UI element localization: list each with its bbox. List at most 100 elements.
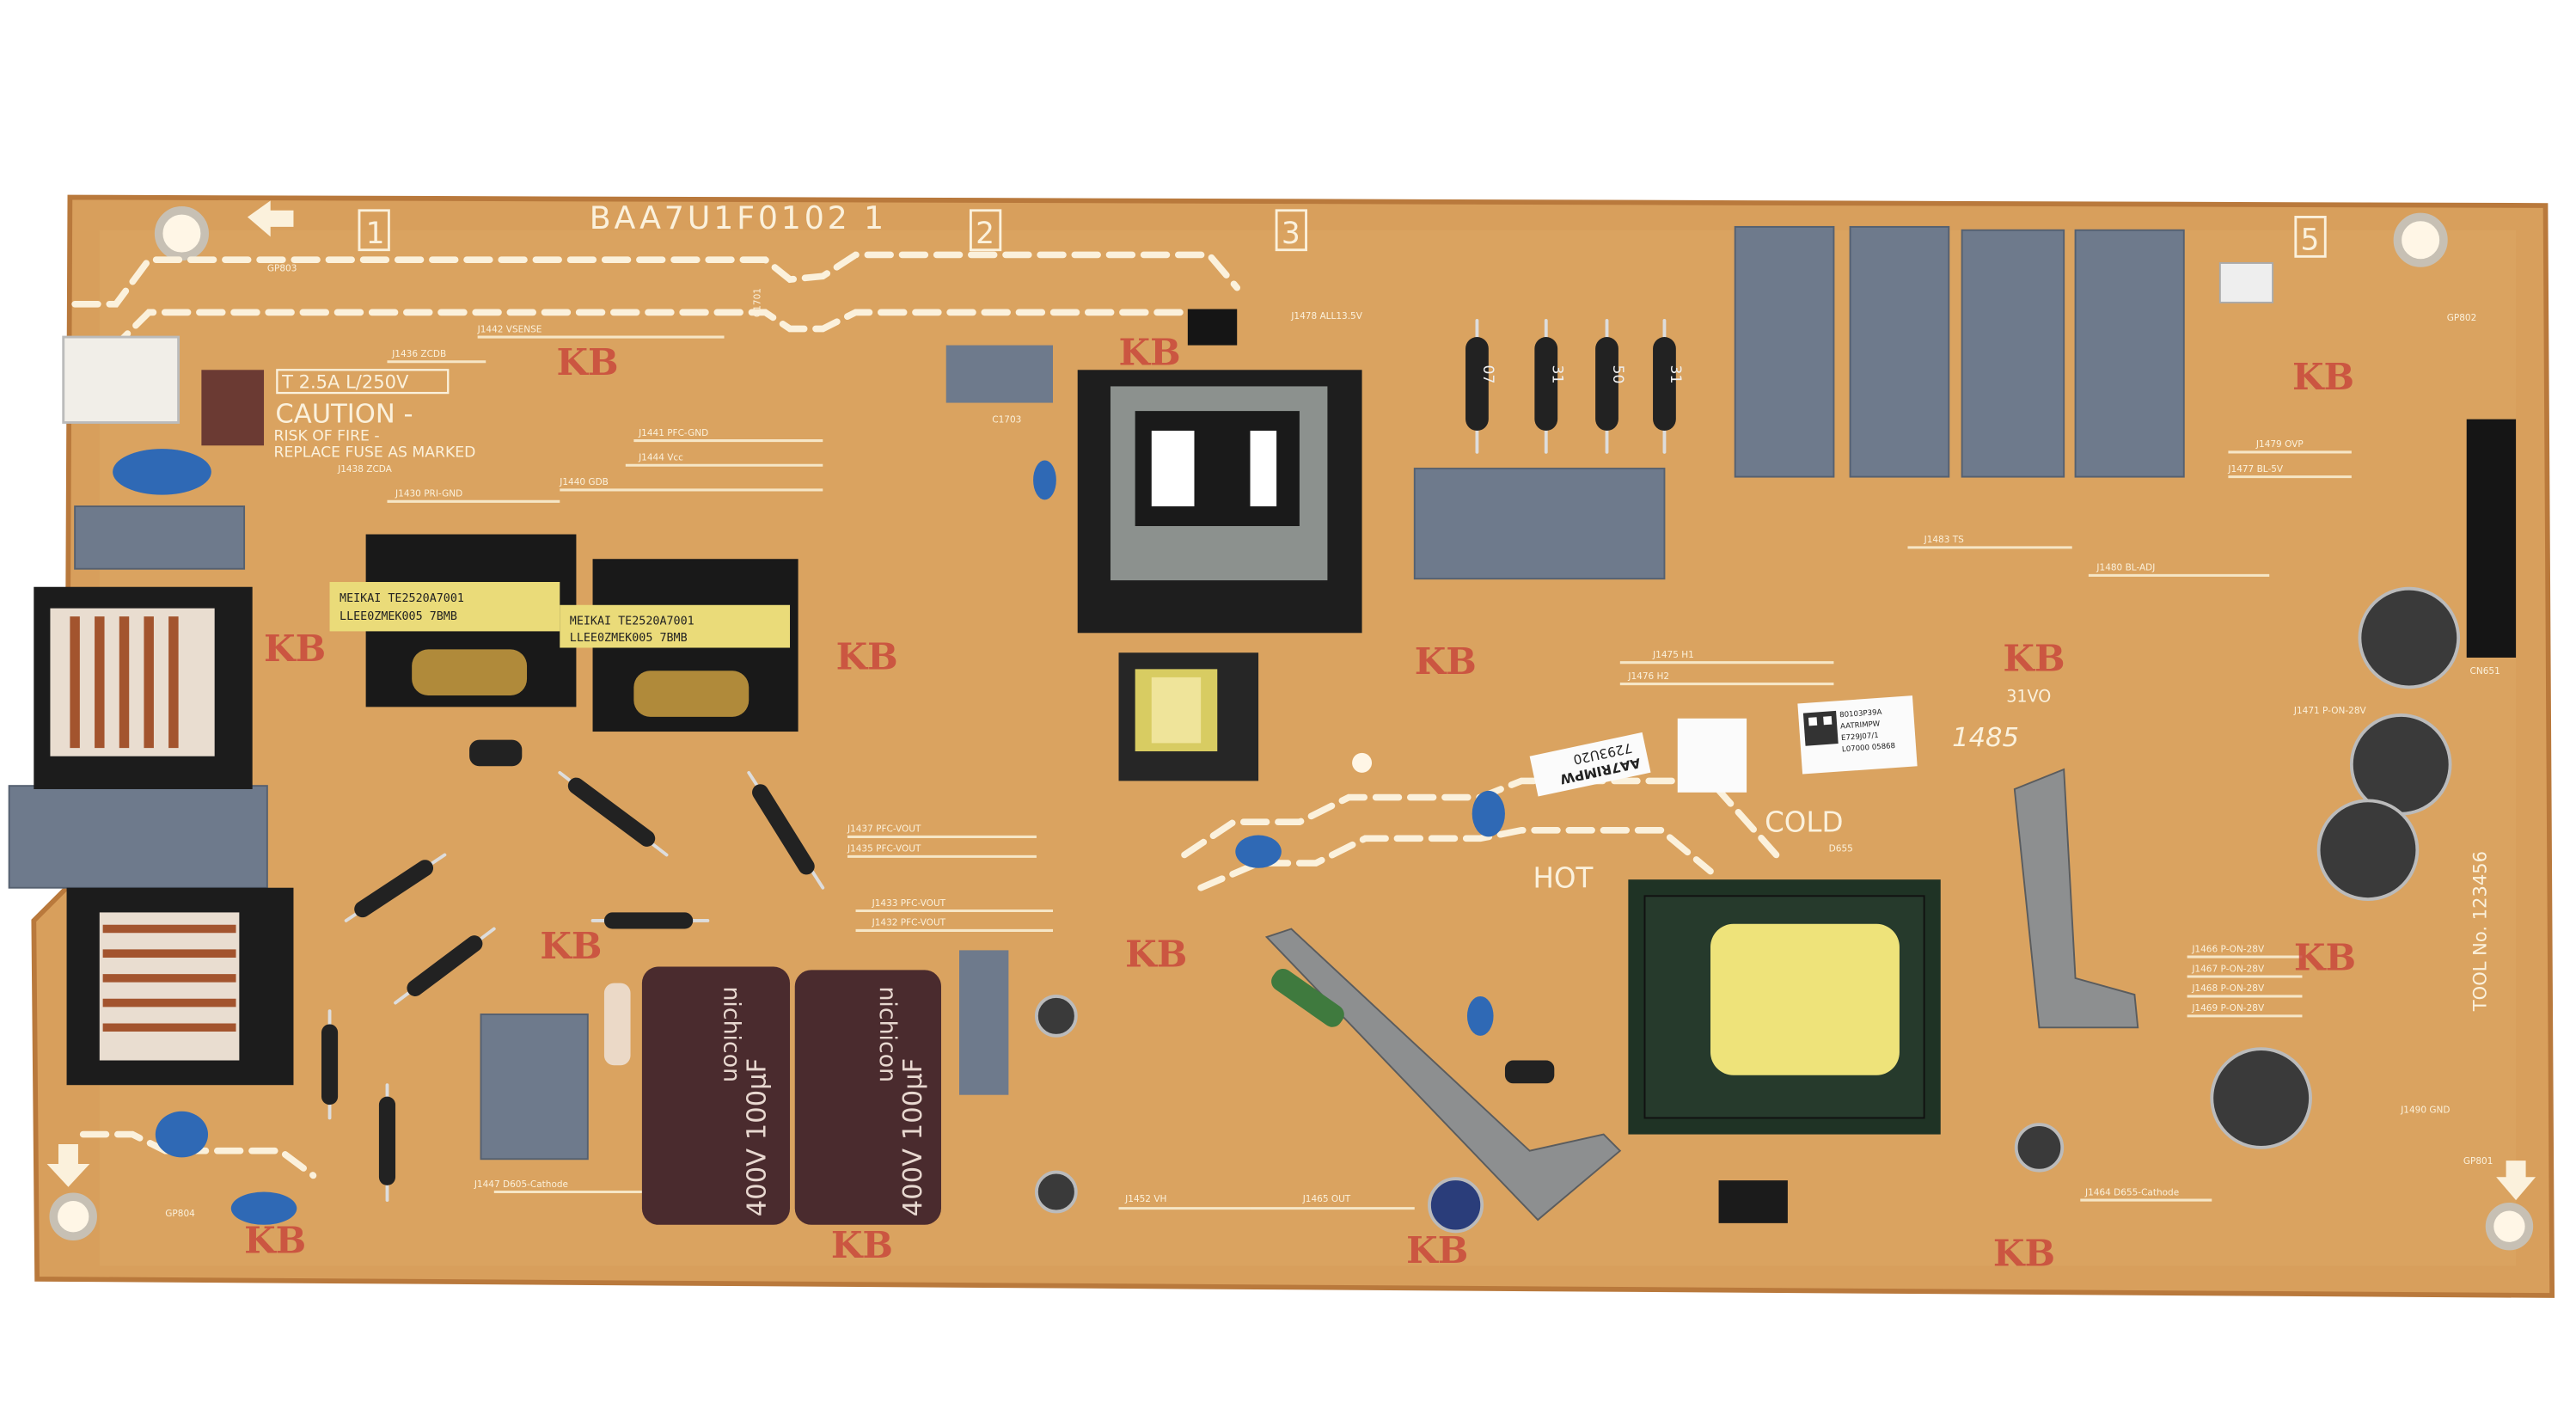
silk-label: J1468 P-ON-28V <box>2191 983 2265 994</box>
caution-line2: REPLACE FUSE AS MARKED <box>274 444 476 462</box>
code-1485: 1485 <box>1952 723 2019 753</box>
inspection-stamp: KB <box>2003 636 2065 679</box>
part-number: BAA7U1F0102 1 <box>590 199 887 236</box>
diode-marking: 07 <box>1479 365 1496 384</box>
silk-labels: J1442 VSENSE J1436 ZCDB J1441 PFC-GND J1… <box>165 264 2500 1220</box>
silk-label: J1441 PFC-GND <box>638 428 708 438</box>
silk-label: J1433 PFC-VOUT <box>872 898 946 909</box>
silk-label: J1469 P-ON-28V <box>2191 1003 2265 1014</box>
y-capacitor <box>113 449 211 495</box>
small-connector <box>2218 262 2274 303</box>
silk-label: J1483 TS <box>1924 535 1965 545</box>
silk-label: C1701 <box>753 288 763 317</box>
ic-chip <box>469 739 523 767</box>
silk-label: J1475 H1 <box>1652 650 1694 660</box>
heatsink-secondary <box>2013 768 2139 1029</box>
silk-label: J1477 BL-5V <box>2227 464 2283 475</box>
capacitor-brand: nichicon <box>874 986 901 1082</box>
ic-chip <box>1718 1180 1788 1223</box>
sticker-qr: 80103P39A AATRIMPW E729J07/1 L07000 0586… <box>1797 695 1918 775</box>
silk-label: J1440 GDB <box>559 477 609 487</box>
inspection-stamp: KB <box>2292 355 2354 398</box>
silk-label: J1478 ALL13.5V <box>1290 311 1362 322</box>
choke-code: LLEE0ZMEK005 7BMB <box>570 632 688 645</box>
silk-label: J1452 VH <box>1124 1194 1166 1204</box>
inspection-stamp: KB <box>244 1218 306 1261</box>
section-marker-boxes <box>358 209 2327 258</box>
silk-label: GP803 <box>267 264 297 274</box>
isolation-line-top <box>71 251 1241 308</box>
silk-label: C1703 <box>992 414 1021 425</box>
resistor <box>1271 968 1344 1027</box>
arrow-down-icon <box>2496 1161 2536 1201</box>
silk-label: J1435 PFC-VOUT <box>847 844 921 854</box>
x-capacitor <box>8 785 268 889</box>
film-capacitor <box>1413 468 1666 580</box>
resistor <box>603 983 631 1066</box>
choke-brand: MEIKAI TE2520A7001 <box>340 592 464 605</box>
film-capacitor <box>959 950 1009 1095</box>
x-capacitor <box>74 505 246 570</box>
inspection-stamp: KB <box>556 340 618 383</box>
section-marker-1: 1 <box>366 217 385 251</box>
silk-traces <box>387 335 2352 1210</box>
inspection-stamp: KB <box>1993 1232 2055 1275</box>
fuse-rating: T 2.5A L/250V <box>281 371 409 392</box>
isolation-line-hot-cold <box>1181 777 1780 859</box>
inspection-stamp: KB <box>1119 331 1181 374</box>
line-filter-choke <box>66 887 294 1086</box>
caution-title: CAUTION - <box>275 399 413 429</box>
sticker-blank <box>1677 718 1747 793</box>
output-connector-cn651 <box>2466 419 2517 658</box>
silk-label: J1447 D605-Cathode <box>474 1179 568 1190</box>
silk-label: J1436 ZCDB <box>391 349 446 359</box>
ceramic-capacitors <box>155 460 1505 1225</box>
arrow-left-icon <box>247 200 294 237</box>
section-marker-3: 3 <box>1282 217 1300 251</box>
silk-label: J1430 PRI-GND <box>395 489 462 499</box>
bulk-capacitor: nichicon 400V 100µF <box>794 970 941 1225</box>
silk-label: J1465 OUT <box>1302 1194 1351 1204</box>
diode-marking: 31 <box>1548 365 1565 384</box>
section-marker-2: 2 <box>976 217 994 251</box>
code-31vo: 31VO <box>2006 687 2051 707</box>
hot-label: HOT <box>1533 862 1593 895</box>
silk-label: J1476 H2 <box>1627 671 1669 682</box>
caution-line1: RISK OF FIRE - <box>274 428 380 445</box>
heatsink-primary <box>1264 928 1622 1222</box>
silk-label: D655 <box>1829 844 1853 854</box>
line-filter-choke <box>34 586 253 789</box>
silk-label: J1438 ZCDA <box>337 464 393 475</box>
sticker-qr-line1: 80103P39A <box>1839 708 1882 720</box>
inspection-stamp: KB <box>836 634 898 677</box>
standby-transformer <box>1118 652 1259 781</box>
cold-label: COLD <box>1765 806 1843 839</box>
silk-label: J1466 P-ON-28V <box>2191 944 2265 954</box>
arrow-down-icon <box>46 1144 90 1187</box>
output-transformer <box>1628 879 1941 1135</box>
inspection-stamp: KB <box>1125 933 1187 976</box>
pfc-choke: MEIKAI TE2520A7001 LLEE0ZMEK005 7BMB <box>329 534 577 707</box>
silk-label: GP801 <box>2463 1156 2493 1167</box>
capacitor-rating: 400V 100µF <box>898 1058 928 1216</box>
diodes <box>321 319 1676 1202</box>
inspection-stamps: KB KB KB KB KB KB KB KB KB KB KB KB KB K… <box>244 331 2356 1275</box>
silk-label: J1490 GND <box>2400 1105 2450 1116</box>
mounting-holes <box>49 206 2534 1251</box>
fuse <box>201 370 265 446</box>
capacitor-brand: nichicon <box>719 986 745 1082</box>
pfc-choke: MEIKAI TE2520A7001 LLEE0ZMEK005 7BMB <box>560 559 798 732</box>
inspection-stamp: KB <box>1406 1228 1468 1271</box>
main-transformer <box>945 309 1362 634</box>
ic-chip <box>1504 1060 1555 1084</box>
choke-brand: MEIKAI TE2520A7001 <box>570 616 694 628</box>
bulk-capacitor: nichicon 400V 100µF <box>641 966 791 1225</box>
silk-label: CN651 <box>2470 666 2500 677</box>
diode-marking: 50 <box>1609 365 1626 384</box>
film-capacitor <box>480 1014 589 1161</box>
film-capacitors <box>1734 225 2185 478</box>
fuse-rating-box <box>276 369 450 395</box>
capacitor-rating: 400V 100µF <box>742 1058 772 1216</box>
inspection-stamp: KB <box>2294 935 2356 978</box>
sticker-qr-line4: L07000 05868 <box>1842 742 1896 754</box>
